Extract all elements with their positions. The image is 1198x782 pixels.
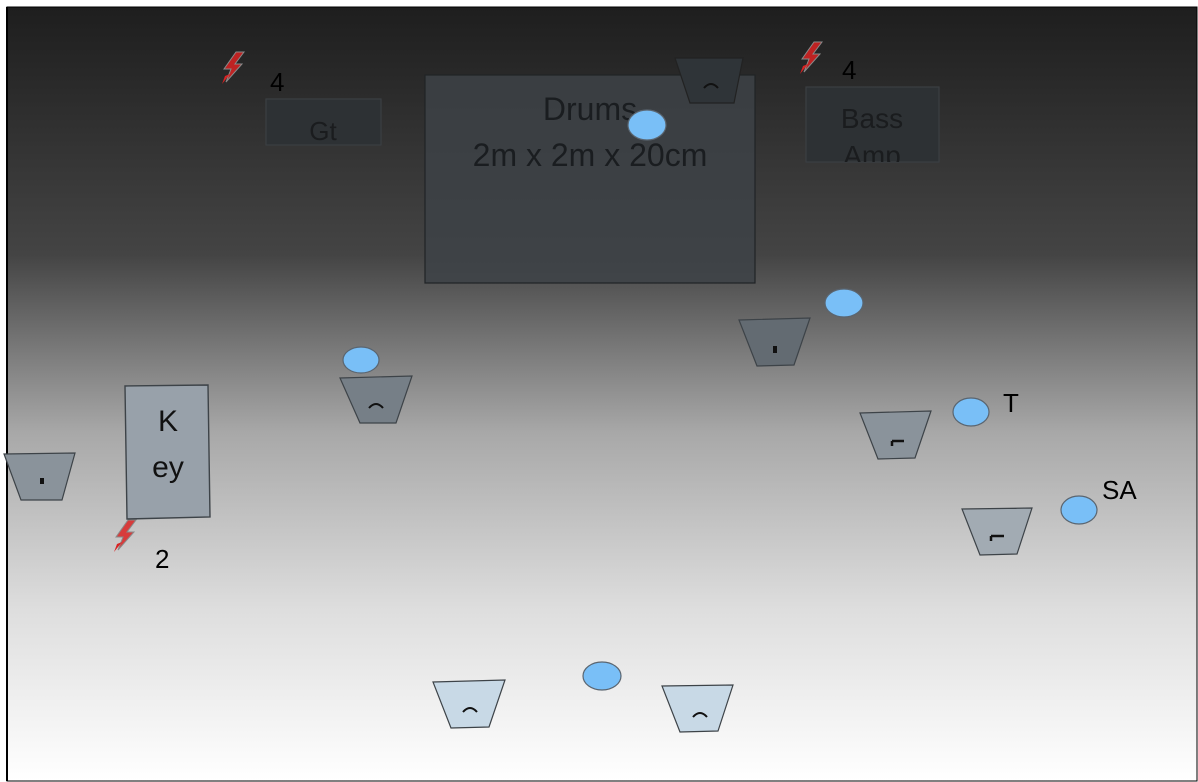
power-outlet-count-guitar: 4 <box>270 67 284 97</box>
microphone-sa[interactable] <box>1060 495 1098 525</box>
bass-amp-label: Bass <box>841 103 903 134</box>
drum-riser-label: Drums <box>543 91 637 127</box>
bass-amp[interactable]: Bass Amp <box>805 86 940 171</box>
keyboard-label: K <box>158 405 178 438</box>
power-icon <box>800 41 823 74</box>
monitor-wedge-front-left[interactable] <box>432 679 506 729</box>
monitor-wedge-bass[interactable] <box>738 317 811 367</box>
bass-amp-label-2: Amp <box>843 140 901 171</box>
drum-riser[interactable]: Drums 2m x 2m x 20cm <box>424 74 756 284</box>
power-outlet-count-bass: 4 <box>842 55 856 85</box>
microphone-t[interactable] <box>952 397 990 427</box>
monitor-wedge-left[interactable] <box>3 452 76 501</box>
microphone-center-left[interactable] <box>342 346 380 374</box>
monitor-wedge-front-right[interactable] <box>661 684 734 733</box>
power-icon <box>114 519 137 552</box>
monitor-wedge-drums[interactable] <box>674 57 744 104</box>
guitar-amp[interactable]: Gt <box>265 98 382 146</box>
drum-riser-size: 2m x 2m x 20cm <box>473 137 708 173</box>
monitor-wedge-center-left[interactable] <box>339 375 413 424</box>
microphone-bass[interactable] <box>824 288 864 318</box>
microphone-drums[interactable] <box>627 109 667 141</box>
monitor-wedge-right-1[interactable] <box>859 410 932 460</box>
keyboard[interactable]: K ey <box>124 384 211 520</box>
microphone-front[interactable] <box>582 661 622 691</box>
power-outlet-count-keys: 2 <box>155 544 169 574</box>
monitor-wedge-right-2[interactable] <box>961 507 1033 556</box>
microphone-label-sa: SA <box>1102 475 1137 505</box>
keyboard-label-2: ey <box>152 451 184 484</box>
microphone-label-t: T <box>1003 388 1019 418</box>
power-icon <box>222 51 245 84</box>
guitar-amp-label: Gt <box>309 116 337 146</box>
